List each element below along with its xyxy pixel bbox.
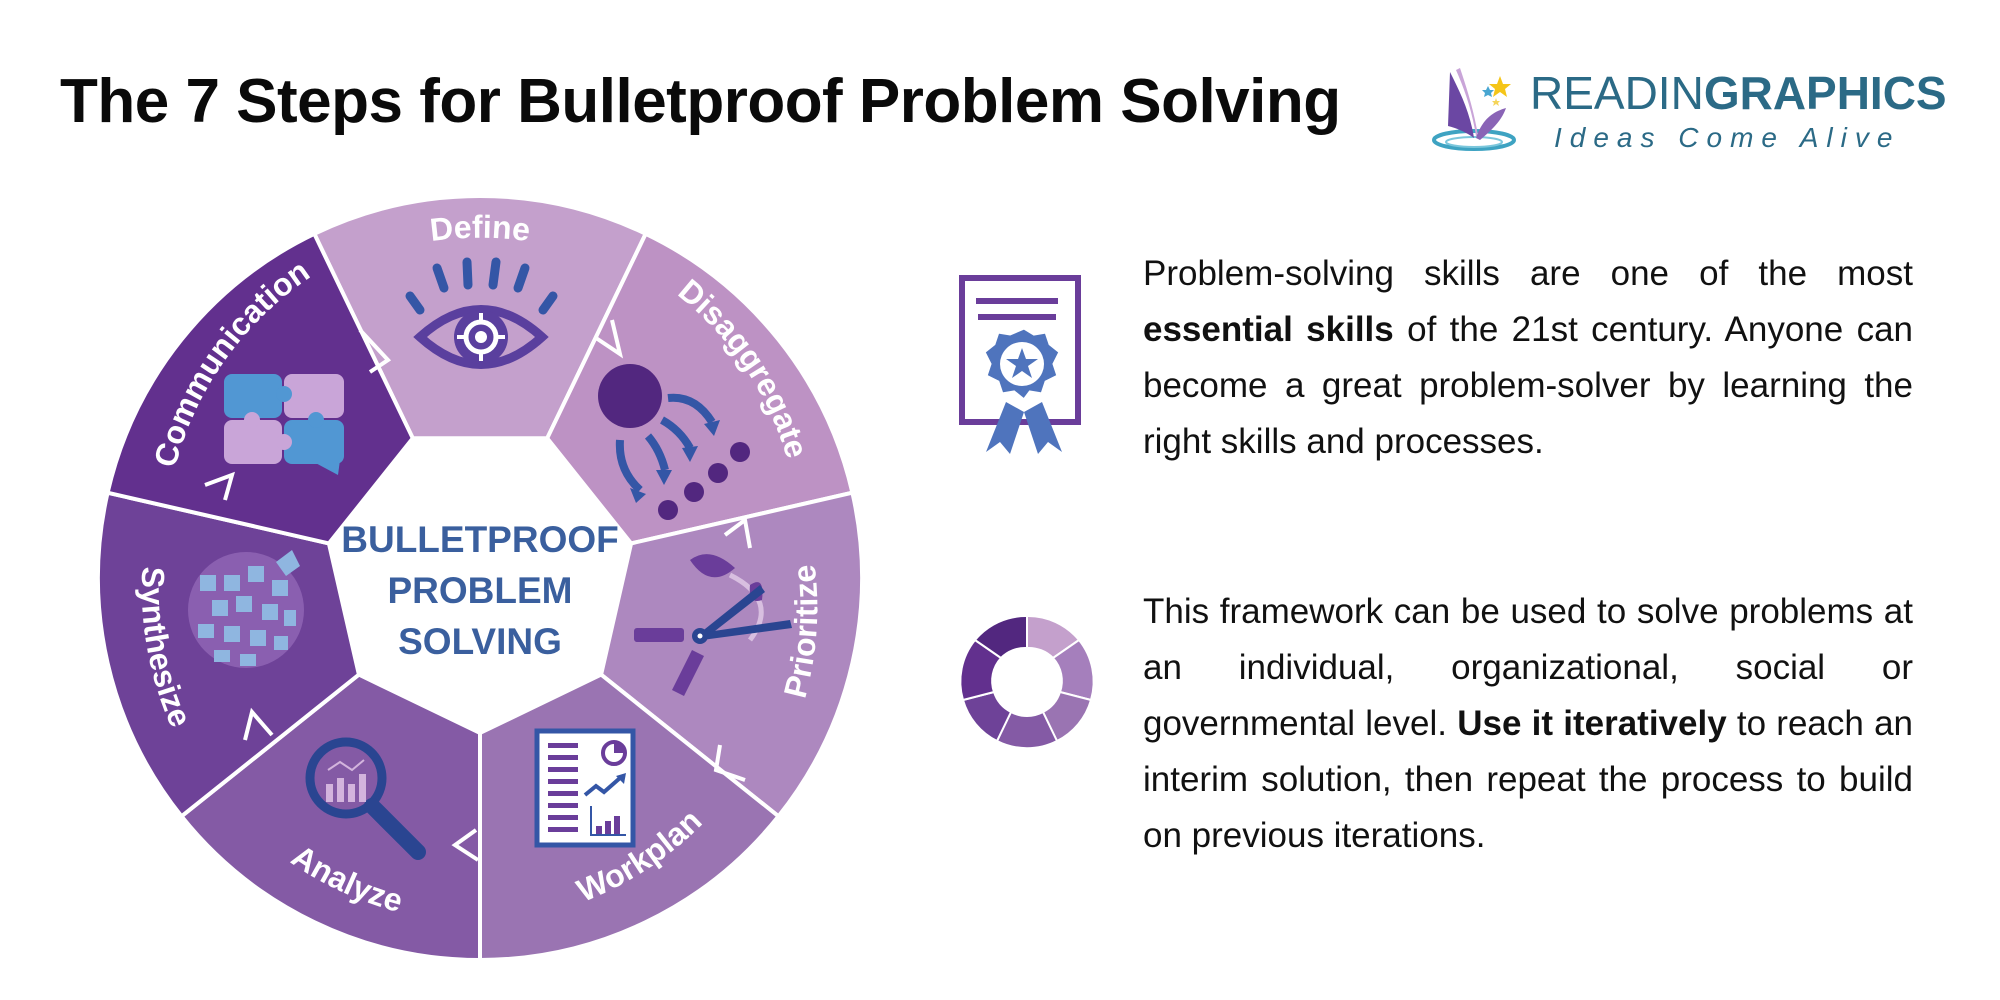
split-circles-icon <box>598 364 750 520</box>
puzzle-globe-icon <box>188 550 304 668</box>
cycle-arrows-icon <box>959 614 1095 750</box>
certificate-ribbon-icon <box>959 275 1081 454</box>
book-stars-logo-icon <box>1432 68 1516 151</box>
logo-word-bold: GRAPHICS <box>1703 67 1947 119</box>
report-chart-icon <box>534 728 636 848</box>
step-prioritize-segment <box>598 490 864 820</box>
step-label-define: Define <box>428 209 532 248</box>
para1-bold-text: essential skills <box>1143 310 1394 349</box>
center-heptagon <box>328 438 632 733</box>
logo-word-regular: READIN <box>1530 67 1704 119</box>
segment-arrow-notches <box>204 319 752 862</box>
pruning-shears-icon <box>634 554 792 696</box>
para2-text-2: to reach an interim solution, then repea… <box>1143 704 1913 855</box>
logo-wordmark: READINGRAPHICS <box>1530 66 1947 120</box>
intro-paragraph: Problem-solving skills are one of the mo… <box>1143 246 1913 470</box>
step-analyze-segment <box>178 672 482 963</box>
magnifier-chart-icon <box>305 737 426 860</box>
para2-text-1: This framework can be used to solve prob… <box>1143 592 1913 743</box>
center-line-1: BULLETPROOF <box>341 519 618 560</box>
readinggraphics-logo: READINGRAPHICS Ideas Come Alive <box>1430 62 1947 162</box>
para2-bold-text: Use it iteratively <box>1457 704 1727 743</box>
center-title: BULLETPROOF PROBLEM SOLVING <box>341 519 618 662</box>
para1-text-2: of the 21st century. Anyone can become a… <box>1143 310 1914 461</box>
page-title: The 7 Steps for Bulletproof Problem Solv… <box>60 67 1341 136</box>
puzzle-speech-bubble-icon <box>224 374 344 475</box>
logo-tagline: Ideas Come Alive <box>1554 122 1901 153</box>
eye-target-icon <box>405 257 558 369</box>
para1-text-1: Problem-solving skills are one of the mo… <box>1143 254 1913 293</box>
center-line-2: PROBLEM <box>388 570 573 611</box>
center-line-3: SOLVING <box>398 621 562 662</box>
framework-paragraph: This framework can be used to solve prob… <box>1143 584 1913 864</box>
